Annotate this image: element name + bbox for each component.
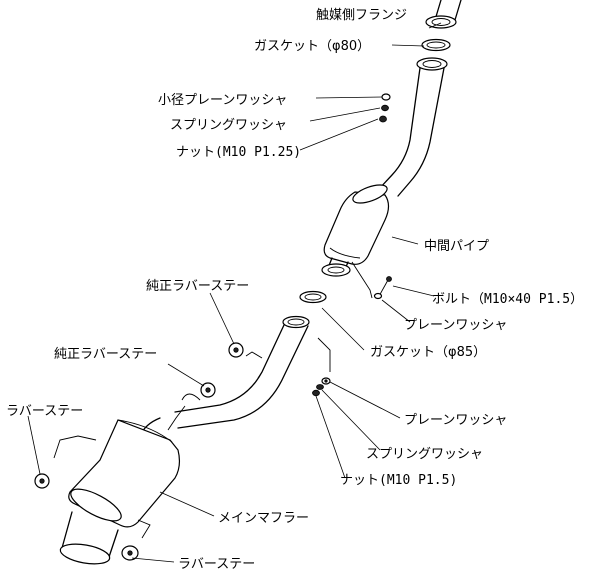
callout-labels: 触媒側フランジ ガスケット（φ80） 小径プレーンワッシャ スプリングワッシャ … [6,8,583,572]
label-spring-washer-top: スプリングワッシャ [170,118,287,133]
rubber-stay-bottom-part [121,545,139,561]
center-pipe-inlet-flange [416,57,448,71]
center-pipe [321,67,445,299]
label-catalyst-flange: 触媒側フランジ [316,8,407,23]
label-bolt: ボルト（M10×40 P1.5） [432,292,583,307]
label-rubber-stay-oem-1: 純正ラバーステー [146,279,249,294]
top-fastener-stack [379,93,391,123]
label-rubber-stay-oem-2: 純正ラバーステー [54,347,157,362]
label-main-muffler: メインマフラー [218,511,309,526]
label-spring-washer-low: スプリングワッシャ [366,447,483,462]
rubber-stay-left-part [34,473,50,489]
exhaust-system-drawing [34,0,462,565]
label-nut-m10-15: ナット(M10 P1.5) [340,473,457,488]
leader-lines [27,22,442,563]
gasket-80 [421,38,451,52]
label-gasket-80: ガスケット（φ80） [254,39,370,54]
label-gasket-85: ガスケット（φ85） [370,345,486,360]
label-plain-washer-low: プレーンワッシャ [404,413,507,428]
label-center-pipe: 中間パイプ [424,239,489,254]
rubber-stay-oem-1-part [228,342,244,358]
label-small-washer: 小径プレーンワッシャ [158,93,287,108]
main-muffler-body [53,419,181,565]
rubber-stay-oem-2-part [200,382,216,398]
bolt-part [373,276,392,300]
catalyst-flange [425,15,457,29]
lower-fastener-stack [312,377,331,397]
gasket-85 [299,290,327,304]
label-nut-m10-125: ナット(M10 P1.25) [176,145,301,160]
label-rubber-stay-bottom: ラバーステー [178,557,255,572]
label-rubber-stay-left: ラバーステー [6,404,83,419]
label-plain-washer-mid: プレーンワッシャ [404,318,507,333]
main-pipe [139,315,310,437]
